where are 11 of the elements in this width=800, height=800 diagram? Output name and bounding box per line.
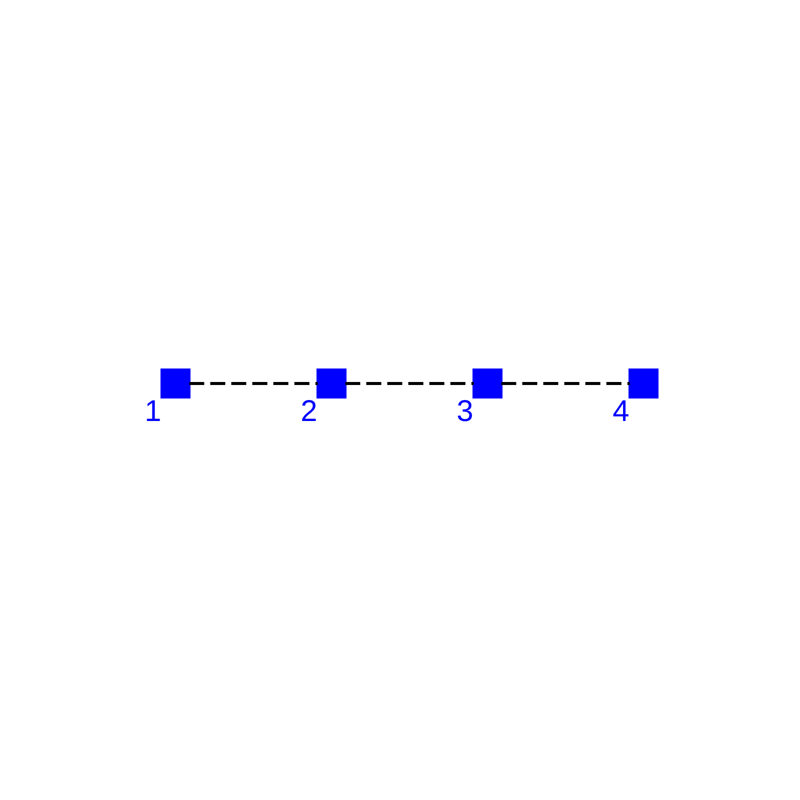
node-label: 3 bbox=[456, 395, 473, 428]
node-box bbox=[160, 368, 190, 398]
node-box bbox=[628, 368, 658, 398]
node-box bbox=[316, 368, 346, 398]
connector bbox=[188, 382, 318, 385]
node-label: 2 bbox=[300, 395, 317, 428]
node-box bbox=[472, 368, 502, 398]
connector bbox=[344, 382, 474, 385]
node-label: 1 bbox=[144, 395, 161, 428]
connector bbox=[500, 382, 630, 385]
node-label: 4 bbox=[612, 395, 629, 428]
